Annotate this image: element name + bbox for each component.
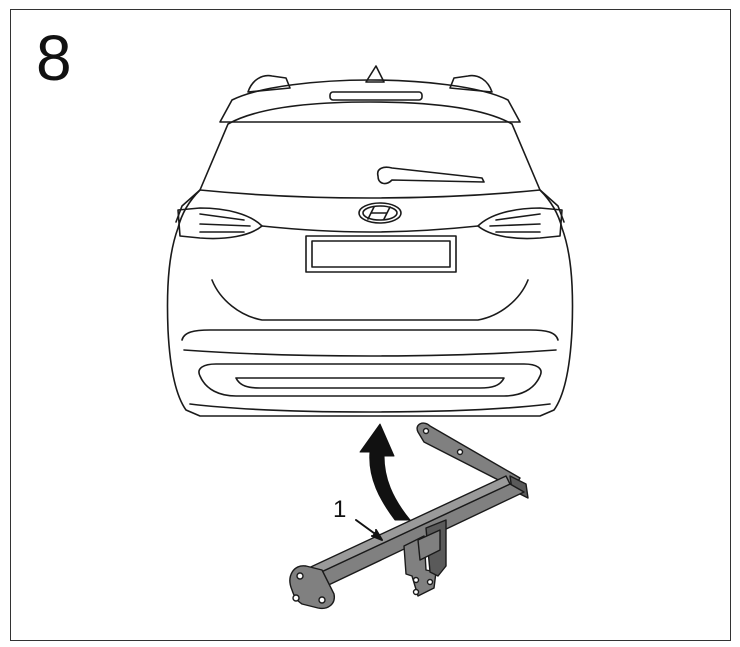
diffuser-inner xyxy=(235,377,505,389)
license-plate-frame xyxy=(305,235,457,273)
body-outline xyxy=(166,189,574,417)
roof-rail-right xyxy=(449,74,493,93)
roof-spoiler xyxy=(219,79,521,123)
rear-wiper xyxy=(376,166,485,185)
tail-light-right-inner xyxy=(489,213,541,233)
bumper-bottom xyxy=(189,403,551,413)
towbar xyxy=(289,422,529,610)
bumper-top xyxy=(181,329,559,341)
callout-label-1: 1 xyxy=(333,496,347,523)
towbar-center-plate xyxy=(417,529,441,561)
figure-frame xyxy=(10,9,731,641)
car-rear-view xyxy=(166,65,574,417)
tail-light-left xyxy=(177,207,263,240)
rear-diffuser xyxy=(198,363,542,397)
tail-light-right xyxy=(477,207,563,240)
third-brake-light xyxy=(329,91,423,101)
callout-arrow-icon xyxy=(355,519,383,541)
step-number: 8 xyxy=(36,22,72,94)
lift-arrow-icon xyxy=(359,423,411,521)
tailgate-crease xyxy=(261,225,479,233)
antenna xyxy=(365,65,385,83)
bumper-line xyxy=(183,349,557,357)
hyundai-logo-icon xyxy=(358,202,402,224)
rear-window xyxy=(199,101,541,199)
roof-rail-left xyxy=(247,74,291,93)
license-plate xyxy=(311,240,451,268)
tailgate-lower-edge xyxy=(211,279,529,321)
tail-light-left-inner xyxy=(199,213,251,233)
